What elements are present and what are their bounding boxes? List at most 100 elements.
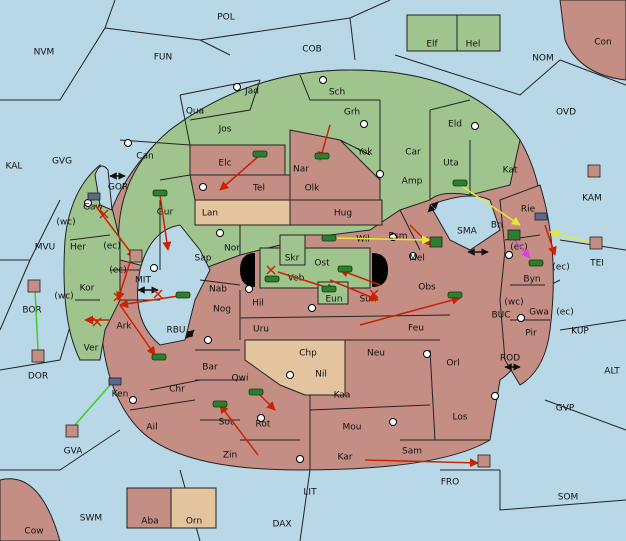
- label-kor: Kor: [80, 284, 95, 294]
- label-sot: Sot: [219, 418, 234, 428]
- label-kat: Kat: [503, 166, 518, 176]
- region-lan[interactable]: [194, 199, 291, 226]
- label-ver: Ver: [84, 344, 99, 354]
- label-ail: Ail: [146, 423, 157, 433]
- region-hug[interactable]: [289, 199, 383, 226]
- label-mvu: MVU: [35, 243, 56, 253]
- label-tei: TEI: [589, 259, 604, 269]
- label-dor: DOR: [28, 372, 48, 382]
- label-gva: GVA: [64, 447, 84, 457]
- inner-sea-sma: [429, 195, 501, 251]
- label-bar: Bar: [202, 363, 218, 373]
- label-gwa: Gwa: [529, 308, 549, 318]
- label-kal: KAL: [6, 162, 23, 172]
- label-orl: Orl: [446, 359, 459, 369]
- label-zin: Zin: [223, 451, 237, 461]
- label-ark: Ark: [116, 322, 132, 332]
- label-hel: Hel: [466, 40, 481, 50]
- label-uru: Uru: [253, 325, 269, 335]
- label-mou: Mou: [343, 423, 362, 433]
- label-bri: Bri: [491, 221, 503, 231]
- label-aba: Aba: [141, 517, 158, 527]
- region-hel[interactable]: [456, 14, 501, 52]
- label-swm: SWM: [80, 514, 102, 524]
- label-kar: Kar: [338, 453, 353, 463]
- label-hil: Hil: [252, 299, 264, 309]
- label-sun: Sun: [359, 295, 376, 305]
- label-ovd: OVD: [556, 108, 576, 118]
- label-ken: Ken: [112, 390, 129, 400]
- central-lake-west: [240, 253, 255, 287]
- label-alt: ALT: [604, 367, 620, 377]
- label-cow: Cow: [24, 527, 43, 537]
- label-buc: BUC: [491, 311, 510, 321]
- label-ec5: (ec): [556, 308, 574, 318]
- label-eun: Eun: [325, 295, 342, 305]
- region-nar-olk[interactable]: [289, 129, 381, 201]
- label-grh: Grh: [344, 108, 360, 118]
- label-byn: Byn: [523, 275, 540, 285]
- failed-order-marks: [92, 209, 379, 327]
- army-units: [151, 150, 544, 408]
- label-ost: Ost: [314, 259, 330, 269]
- region-orn[interactable]: [170, 487, 217, 529]
- label-nor: Nor: [224, 244, 240, 254]
- label-yok: Yok: [356, 148, 373, 158]
- label-rbu: RBU: [166, 326, 185, 336]
- label-gvg: GVG: [52, 157, 72, 167]
- label-bor: BOR: [22, 306, 41, 316]
- label-ec3: (ec): [552, 263, 570, 273]
- region-tel[interactable]: [189, 174, 291, 201]
- label-kaa: Kaa: [334, 391, 351, 401]
- label-som: SOM: [558, 493, 579, 503]
- label-gvp: GVP: [556, 404, 575, 414]
- label-los: Los: [452, 413, 467, 423]
- label-skr: Skr: [285, 254, 300, 264]
- label-sma: SMA: [457, 227, 477, 237]
- region-elc[interactable]: [189, 144, 286, 176]
- label-her: Her: [70, 243, 86, 253]
- order-arrows: [34, 124, 591, 468]
- label-wc2: (wc): [54, 292, 73, 302]
- label-pir: Pir: [525, 329, 537, 339]
- label-kam: KAM: [582, 194, 602, 204]
- label-nab: Nab: [209, 285, 227, 295]
- label-gaw: Gaw: [83, 203, 103, 213]
- label-nom: NOM: [532, 54, 554, 64]
- label-mel: Mel: [409, 254, 425, 264]
- label-dax: DAX: [272, 520, 291, 530]
- label-gor: GOR: [108, 183, 128, 193]
- label-kup: KUP: [571, 327, 589, 337]
- label-jad: Jad: [244, 87, 259, 97]
- label-tel: Tel: [252, 184, 265, 194]
- label-uta: Uta: [443, 159, 459, 169]
- label-rod: ROD: [500, 354, 520, 364]
- label-sch: Sch: [329, 88, 345, 98]
- label-ec1: (ec): [103, 242, 121, 252]
- label-jos: Jos: [218, 125, 232, 135]
- map-labels: POL NVM FUN COB NOM Con Elf Hel OVD KAL …: [6, 13, 621, 537]
- label-lit: LIT: [303, 488, 317, 498]
- label-chp: Chp: [299, 349, 317, 359]
- label-nil: Nil: [315, 370, 327, 380]
- label-esm: Esm: [388, 232, 407, 242]
- label-rot: Rot: [256, 420, 271, 430]
- label-wil: Wil: [356, 235, 370, 245]
- label-nar: Nar: [293, 165, 309, 175]
- fleet-units: [27, 164, 603, 468]
- label-con: Con: [594, 38, 612, 48]
- label-qwi: Qwi: [232, 374, 249, 384]
- region-chp-nil[interactable]: [244, 339, 346, 396]
- label-nvm: NVM: [34, 48, 55, 58]
- label-fun: FUN: [154, 53, 173, 63]
- label-can: Can: [136, 152, 154, 162]
- label-sam: Sam: [402, 447, 422, 457]
- region-skr[interactable]: [279, 234, 306, 266]
- label-ec2: (ec): [510, 243, 528, 253]
- label-gur: Gur: [157, 208, 174, 218]
- supply-centers: [84, 76, 525, 463]
- label-pol: POL: [217, 13, 235, 23]
- label-chr: Chr: [169, 385, 185, 395]
- label-neu: Neu: [367, 349, 385, 359]
- label-ec4: (ec): [109, 266, 127, 276]
